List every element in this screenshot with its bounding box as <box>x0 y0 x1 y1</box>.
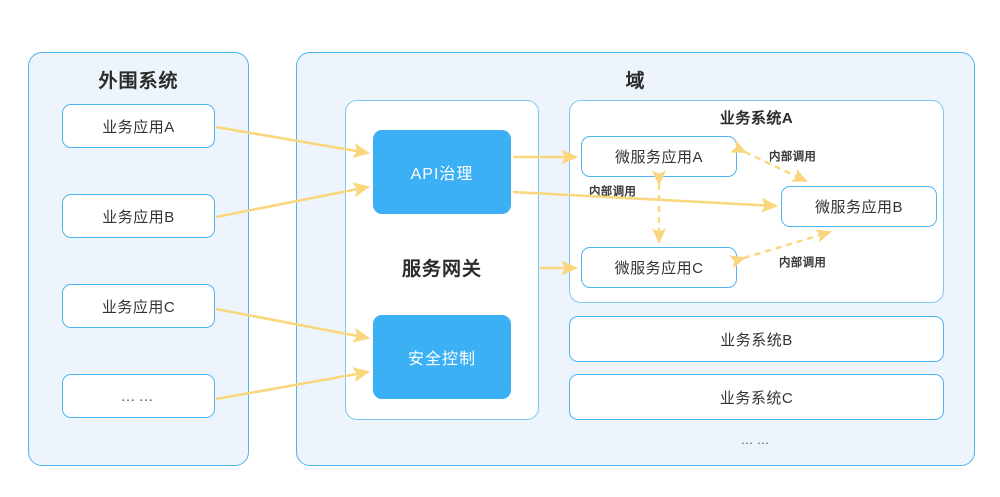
internal-call-label-a-b: 内部调用 <box>769 151 817 163</box>
business-app-more-label: …… <box>120 387 157 405</box>
microservice-app-c[interactable]: 微服务应用C <box>581 247 737 288</box>
security-control-block[interactable]: 安全控制 <box>373 315 511 399</box>
domain-title: 域 <box>625 71 646 92</box>
api-governance-block[interactable]: API治理 <box>373 130 511 214</box>
business-system-b-label: 业务系统B <box>720 331 793 349</box>
microservice-app-c-label: 微服务应用C <box>614 260 704 277</box>
business-app-c-label: 业务应用C <box>101 298 176 316</box>
business-app-b-label: 业务应用B <box>102 208 175 226</box>
internal-call-label-c-b: 内部调用 <box>779 257 827 269</box>
microservice-app-b-label: 微服务应用B <box>814 199 903 216</box>
business-app-b[interactable]: 业务应用B <box>62 194 215 238</box>
business-app-a-label: 业务应用A <box>102 118 175 136</box>
api-governance-label: API治理 <box>410 166 474 183</box>
security-control-label: 安全控制 <box>407 351 476 368</box>
business-app-a[interactable]: 业务应用A <box>62 104 215 148</box>
business-app-more[interactable]: …… <box>62 374 215 418</box>
peripheral-systems-title: 外围系统 <box>98 71 179 92</box>
business-system-c-label: 业务系统C <box>719 389 794 407</box>
microservice-app-a-label: 微服务应用A <box>614 149 703 166</box>
business-system-c[interactable]: 业务系统C <box>569 374 944 420</box>
business-system-a-title: 业务系统A <box>719 110 794 127</box>
business-system-b[interactable]: 业务系统B <box>569 316 944 362</box>
business-app-c[interactable]: 业务应用C <box>62 284 215 328</box>
domain-ellipsis: …… <box>740 432 773 447</box>
microservice-app-b[interactable]: 微服务应用B <box>781 186 937 227</box>
microservice-app-a[interactable]: 微服务应用A <box>581 136 737 177</box>
internal-call-label-a-c: 内部调用 <box>589 186 637 198</box>
service-gateway-title: 服务网关 <box>401 259 482 280</box>
